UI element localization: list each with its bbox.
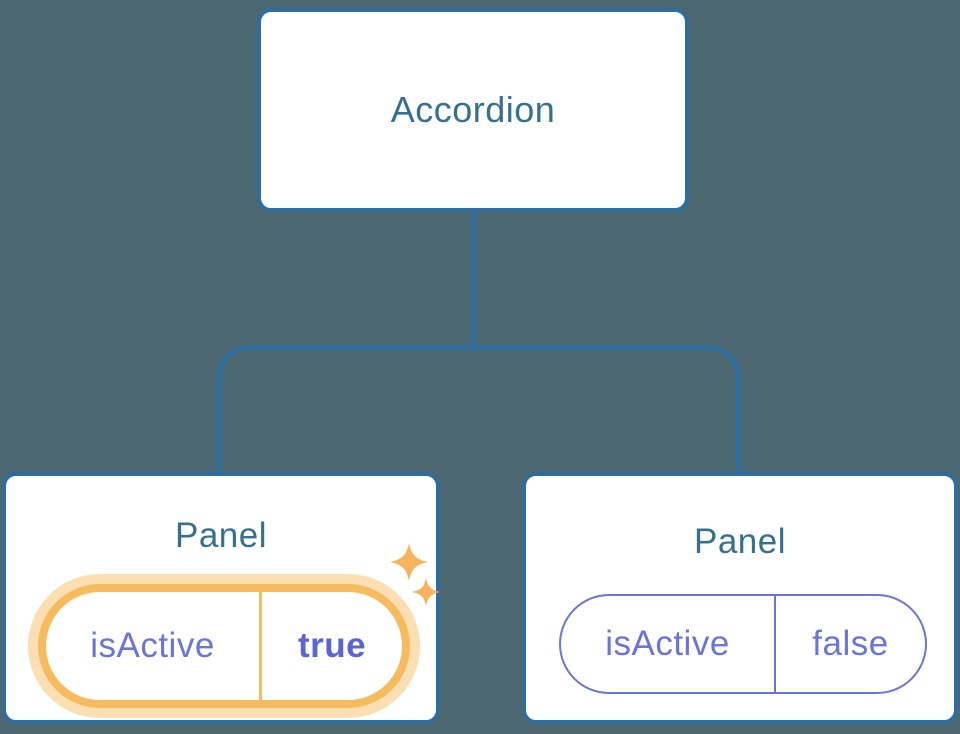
state-key-label: isActive: [90, 626, 215, 665]
state-pill-inactive: isActive false: [559, 594, 927, 694]
sparkle-icon-large: [390, 543, 428, 581]
state-value-cell: true: [262, 592, 402, 700]
state-value-label: true: [297, 626, 367, 665]
state-key-cell: isActive: [46, 592, 259, 700]
pill-divider: [774, 596, 776, 692]
panel-label: Panel: [693, 522, 787, 561]
pill-divider: [259, 592, 262, 700]
state-key-label: isActive: [605, 624, 730, 663]
state-value-label: false: [812, 624, 889, 663]
connector-branch: [216, 345, 741, 473]
accordion-node: Accordion: [257, 8, 689, 212]
state-key-cell: isActive: [561, 596, 774, 692]
state-value-cell: false: [776, 596, 925, 692]
panel-node-inactive: Panel isActive false: [522, 472, 958, 724]
panel-node-active: Panel isActive true: [2, 472, 440, 724]
sparkle-icon-small: [412, 578, 440, 606]
panel-label: Panel: [174, 516, 268, 555]
accordion-label: Accordion: [390, 89, 556, 130]
state-pill-active: isActive true: [38, 584, 410, 708]
